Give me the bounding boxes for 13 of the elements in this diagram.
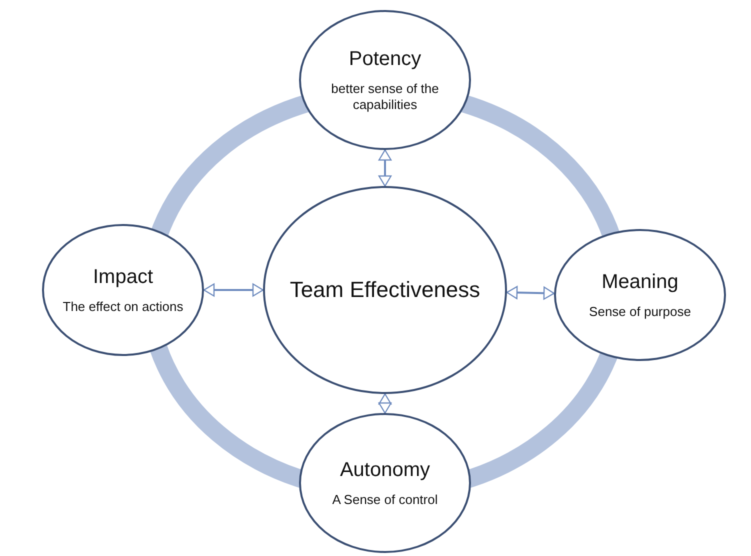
node-title: Impact [92,264,154,289]
double-arrow [203,283,264,297]
node-title: Autonomy [338,458,432,482]
node-title: Potency [348,46,422,71]
double-arrow [506,286,555,300]
node-title: Team Effectiveness [288,276,482,304]
double-arrow [378,393,392,414]
double-arrow [378,149,392,187]
node-description: The effect on actions [62,298,184,316]
node-description: Sense of purpose [588,304,692,320]
node-description: better sense of the capabilities [330,80,440,114]
node-description: A Sense of control [331,492,439,508]
node-title: Meaning [600,270,680,294]
